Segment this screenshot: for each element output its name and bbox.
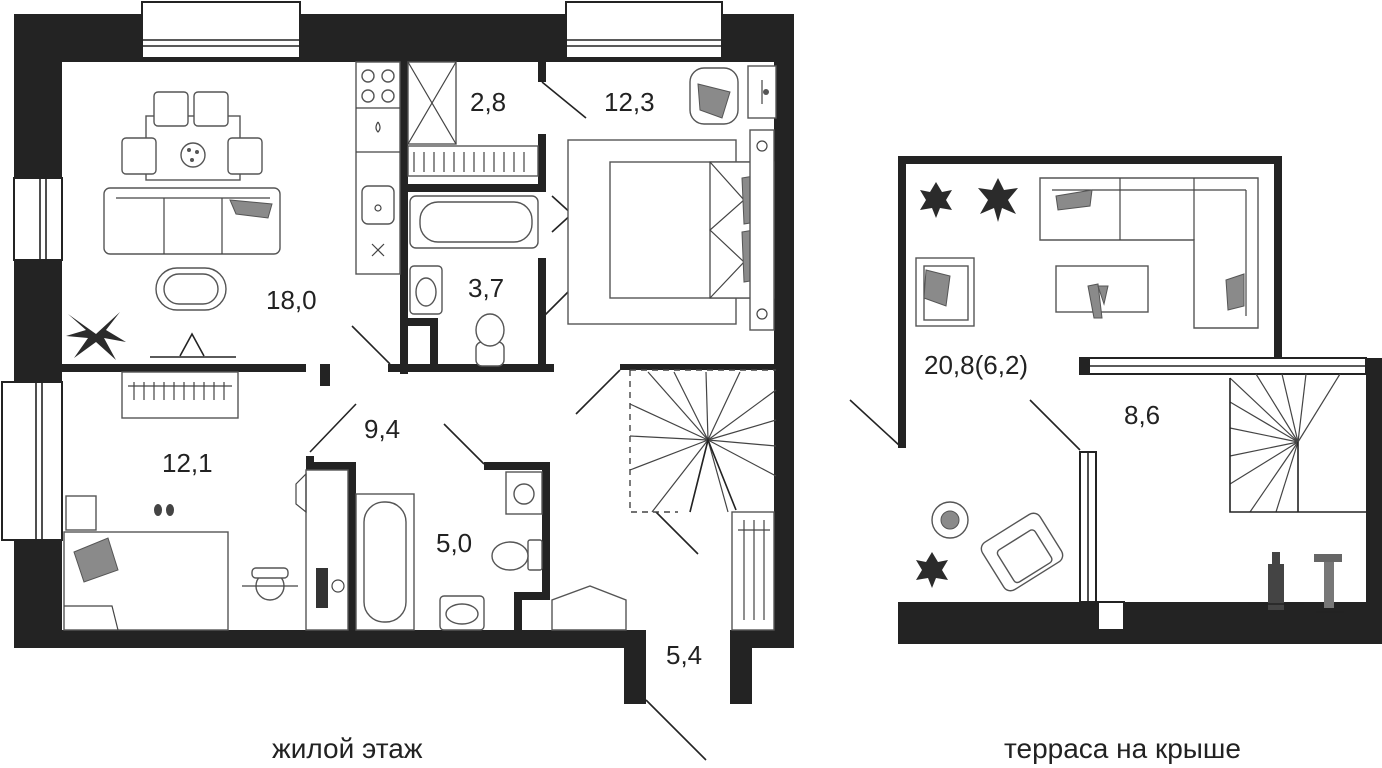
room-area-entrance: 5,4	[666, 640, 702, 670]
room-area-hall: 9,4	[364, 414, 400, 444]
roof-terrace-walls	[849, 156, 1382, 644]
room-area-living: 18,0	[266, 285, 317, 315]
roof-terrace-furniture	[915, 177, 1366, 613]
room-area-bedroom: 12,3	[604, 87, 655, 117]
caption-main-floor: жилой этаж	[272, 733, 423, 764]
bedroom-furniture	[567, 65, 777, 331]
staircase-main	[551, 369, 777, 631]
room-area-bathroom-1: 3,7	[468, 273, 504, 303]
room-area-stair-room: 8,6	[1124, 400, 1160, 430]
room-area-wardrobe: 2,8	[470, 87, 506, 117]
living-room-furniture	[66, 61, 401, 360]
room-area-bedroom-2: 12,1	[162, 448, 213, 478]
main-floor-walls	[1, 1, 794, 761]
wardrobe-bath-furniture	[407, 61, 539, 367]
room-area-terrace: 20,8(6,2)	[924, 350, 1028, 380]
caption-roof-terrace: терраса на крыше	[1004, 733, 1241, 764]
bathroom-2-furniture	[355, 471, 543, 631]
room-area-bathroom-2: 5,0	[436, 528, 472, 558]
bedroom-2-furniture	[63, 371, 349, 631]
main-floor-doors	[309, 81, 699, 555]
area-labels: 18,0 2,8 12,3 3,7 9,4 12,1 5,0 5,4 20,8(…	[162, 87, 1160, 670]
